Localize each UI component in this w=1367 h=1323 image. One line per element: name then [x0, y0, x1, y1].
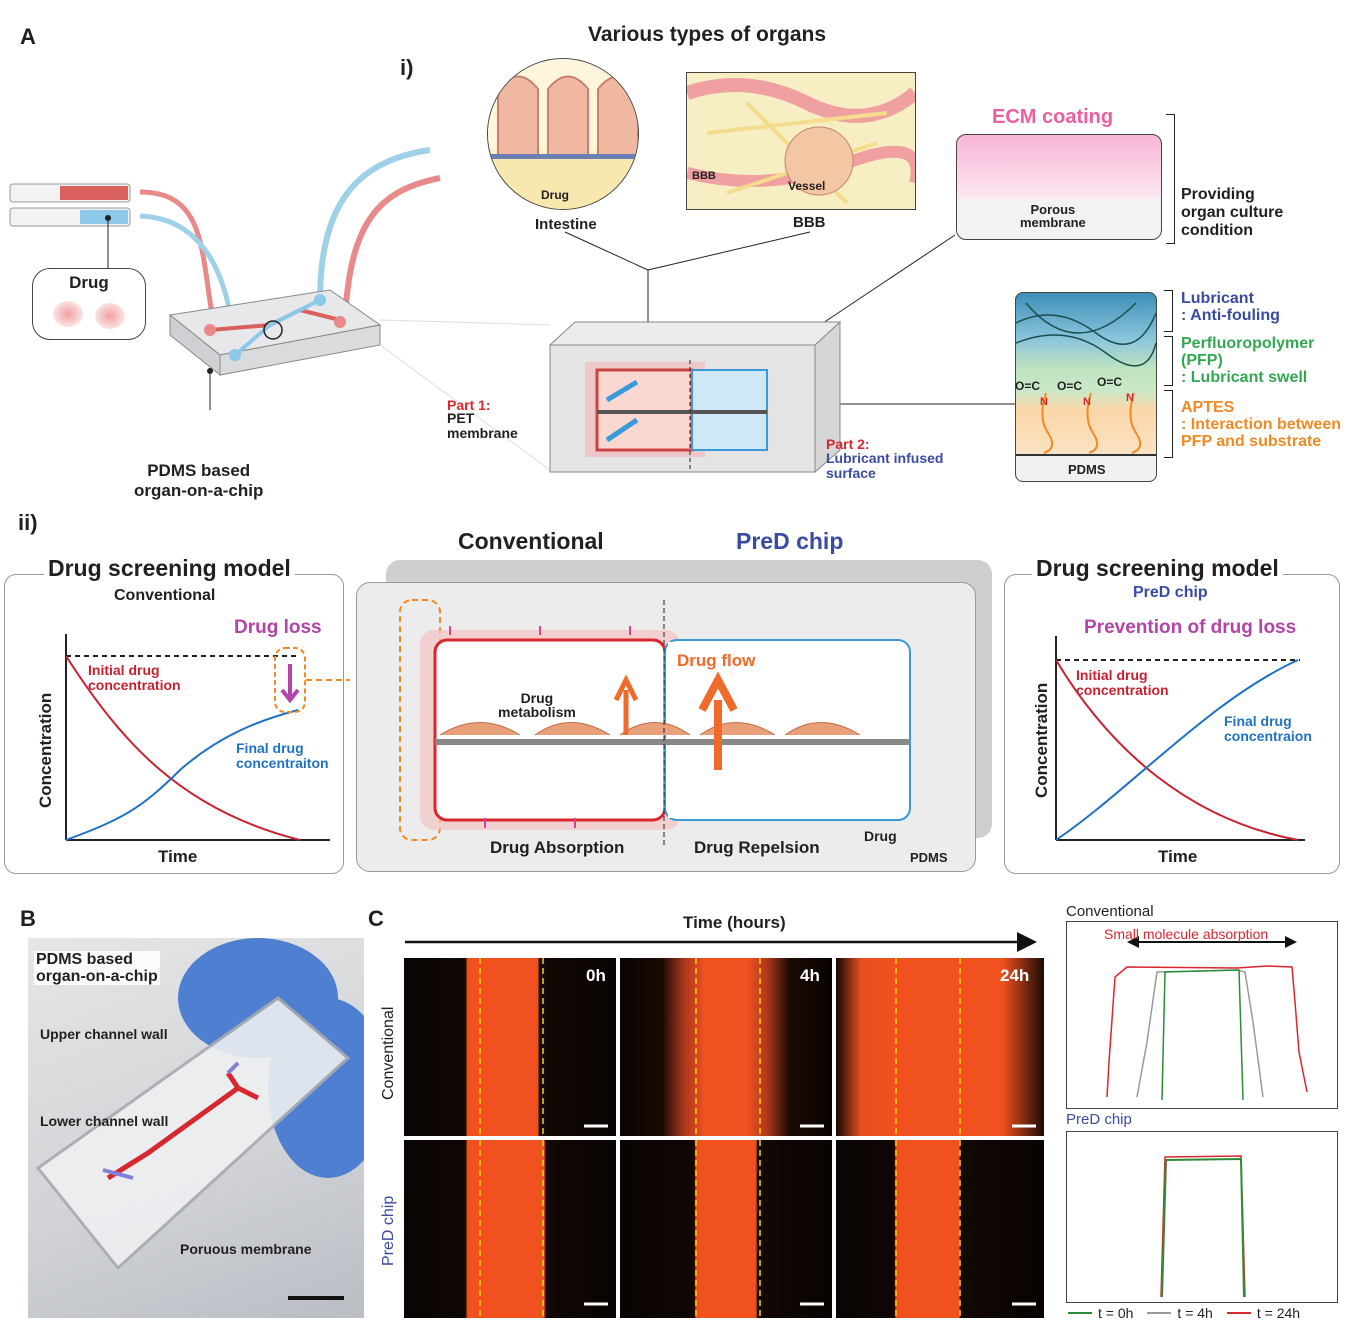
image-conventional-0h: [404, 958, 616, 1136]
time-arrow: [405, 932, 1037, 952]
carbonyl-3: O=C: [1097, 375, 1123, 389]
drug-center-label: Drug: [864, 828, 897, 844]
image-pred-0h: [404, 1140, 616, 1318]
left-model-sub: Conventional: [114, 587, 216, 604]
left-ylabel: Concentration: [36, 692, 55, 808]
right-concentration-graph: [1055, 636, 1305, 841]
pdms-center-label: PDMS: [910, 850, 948, 865]
intestine-label: Intestine: [535, 216, 597, 233]
pfp-bracket: [1164, 336, 1173, 386]
time-axis-label: Time (hours): [683, 913, 786, 932]
nitrogen-1: N: [1040, 396, 1048, 408]
part2-title: Part 2:: [826, 436, 870, 452]
time-0h-label: 0h: [586, 966, 606, 985]
boundary-lines: [479, 958, 1036, 1318]
left-model-title: Drug screening model: [44, 555, 295, 582]
chip-photo: [28, 938, 364, 1318]
profile-annotation: Small molecule absorption: [1104, 926, 1269, 942]
aptes-bracket: [1164, 390, 1173, 458]
surface-chemistry-box: [1015, 292, 1157, 482]
profile-conventional-title: Conventional: [1066, 903, 1154, 920]
right-initial-label: Initial drug concentration: [1076, 667, 1169, 698]
panel-a-letter: A: [20, 24, 36, 49]
ecm-coating-label: ECM coating: [992, 106, 1114, 128]
pdms-small-label: PDMS: [1068, 462, 1106, 477]
intestine-drug-label: Drug: [541, 188, 569, 202]
right-model-sub: PreD chip: [1133, 584, 1208, 601]
time-24h-label: 24h: [1000, 966, 1030, 985]
porous-membrane-label: Porous membrane: [1020, 202, 1086, 230]
image-pred-4h: [620, 1140, 832, 1318]
image-conventional-24h: [836, 958, 1044, 1136]
nitrogen-2: N: [1083, 396, 1091, 408]
left-xlabel: Time: [158, 847, 198, 866]
bbb-illustration: [686, 72, 916, 210]
profile-pred-plot: [1066, 1131, 1338, 1303]
lubricant-bracket: [1164, 290, 1173, 332]
right-xlabel: Time: [1158, 847, 1198, 866]
ecm-coating-box: [956, 134, 1162, 240]
ecm-bracket: [1166, 114, 1175, 244]
legend-t24: t = 24h: [1256, 1305, 1301, 1321]
profile-pred-title: PreD chip: [1066, 1111, 1132, 1128]
profile-conventional-plot: [1066, 921, 1338, 1109]
channel-comparison-illustration: [399, 599, 911, 845]
image-pred-24h: [836, 1140, 1044, 1318]
prevention-label: Prevention of drug loss: [1084, 617, 1297, 638]
part2-text: Lubricant infused surface: [826, 450, 944, 481]
section-i-label: i): [400, 55, 414, 80]
carbonyl-2: O=C: [1057, 379, 1083, 393]
row-pred-label: PreD chip: [380, 1195, 397, 1266]
drug-box: Drug: [32, 268, 146, 340]
row-conventional-label: Conventional: [380, 1006, 397, 1100]
section-ii-label: ii): [18, 510, 38, 535]
drug-loss-label: Drug loss: [234, 617, 322, 638]
providing-label: Providing organ culture condition: [1181, 186, 1284, 239]
legend-t0-swatch: [1068, 1312, 1092, 1314]
nitrogen-3: N: [1126, 392, 1134, 404]
organs-title: Various types of organs: [588, 23, 827, 46]
aptes-label: APTES : Interaction between PFP and subs…: [1181, 399, 1342, 450]
drug-box-label: Drug: [69, 273, 109, 292]
drug-flow-label: Drug flow: [677, 651, 756, 670]
pred-header: PreD chip: [736, 528, 844, 554]
right-ylabel: Concentration: [1032, 682, 1051, 798]
bbb-inner-label: BBB: [692, 170, 716, 182]
pdms-chip-label: PDMS based organ-on-a-chip: [134, 461, 264, 500]
part1-title: Part 1:: [447, 397, 491, 413]
lubricant-label: Lubricant : Anti-fouling: [1181, 290, 1280, 324]
lower-wall-label: Lower channel wall: [40, 1113, 169, 1129]
bbb-label: BBB: [793, 214, 826, 231]
legend-t0: t = 0h: [1098, 1305, 1134, 1321]
panel-c-letter: C: [368, 906, 384, 931]
photo-title: PDMS based organ-on-a-chip: [34, 951, 160, 985]
image-conventional-4h: [620, 958, 832, 1136]
left-final-label: Final drug concentraiton: [236, 740, 329, 771]
time-4h-label: 4h: [800, 966, 820, 985]
right-model-title: Drug screening model: [1032, 555, 1283, 582]
legend-t4-swatch: [1147, 1312, 1172, 1314]
profile-legend: t = 0h t = 4h t = 24h: [1068, 1305, 1300, 1321]
carbonyl-1: O=C: [1015, 379, 1041, 393]
chip-overview-illustration: [9, 147, 441, 410]
left-concentration-graph: [65, 634, 350, 841]
legend-t24-swatch: [1226, 1312, 1251, 1314]
vessel-label: Vessel: [788, 179, 826, 193]
left-initial-label: Initial drug concentration: [88, 662, 181, 693]
right-final-label: Final drug concentraion: [1224, 713, 1312, 744]
drug-absorption-label: Drug Absorption: [490, 838, 625, 857]
legend-t4: t = 4h: [1177, 1305, 1213, 1321]
conventional-header: Conventional: [458, 528, 604, 554]
part1-text: PET membrane: [447, 410, 518, 441]
chip-cross-section: [548, 320, 842, 474]
upper-wall-label: Upper channel wall: [40, 1026, 168, 1042]
drug-repelsion-label: Drug Repelsion: [694, 838, 820, 857]
fluorescence-grid: [404, 958, 1044, 1318]
drug-metabolism-label: Drug metabolism: [498, 690, 576, 720]
membrane-label: Poruous membrane: [180, 1241, 312, 1257]
pfp-label: Perfluoropolymer (PFP) : Lubricant swell: [1181, 335, 1315, 386]
panel-b-letter: B: [20, 906, 36, 931]
